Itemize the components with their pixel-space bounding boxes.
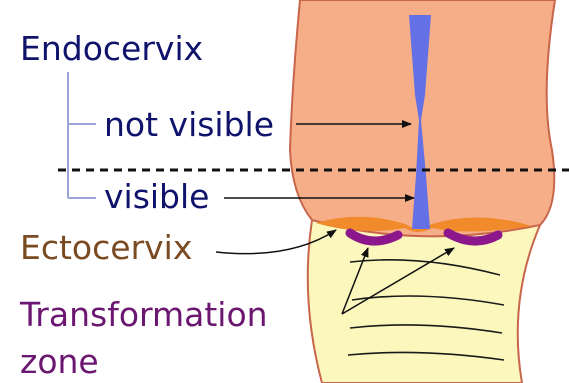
vaginal-region xyxy=(308,220,540,383)
transformation-zone-label-line2: zone xyxy=(20,343,99,381)
not-visible-label: not visible xyxy=(104,106,274,144)
endocervix-bracket xyxy=(68,72,96,198)
transformation-zone-label-line1: Transformation xyxy=(20,296,268,334)
endocervix-label: Endocervix xyxy=(20,30,203,68)
visible-label: visible xyxy=(104,178,209,216)
ectocervix-label: Ectocervix xyxy=(20,229,192,267)
